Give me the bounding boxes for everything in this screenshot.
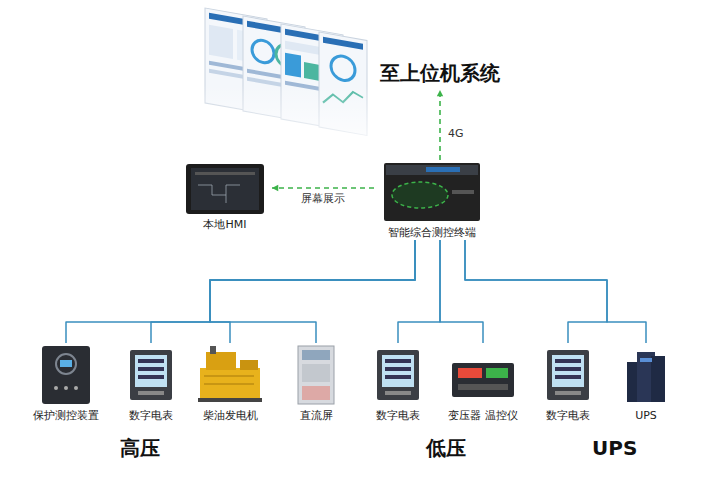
diesel-generator-icon — [198, 346, 262, 402]
hmi-node: 本地HMI — [180, 160, 270, 232]
digital-meter-icon — [547, 350, 589, 400]
device-node: 数字电表 — [535, 343, 601, 423]
connector — [465, 240, 607, 343]
device-node: 数字电表 — [118, 343, 184, 423]
device-label: UPS — [635, 409, 657, 423]
device-node: 数字电表 — [365, 343, 431, 423]
target-system: 至上位机系统 — [375, 60, 505, 86]
connector — [210, 240, 415, 343]
group-label: 高压 — [120, 436, 160, 460]
group-label: UPS — [592, 436, 637, 460]
device-node: 直流屏 — [291, 343, 341, 423]
connector — [437, 90, 443, 160]
terminal-node: 智能综合测控终端 — [374, 160, 490, 240]
connector — [398, 240, 440, 343]
device-label: 直流屏 — [300, 409, 333, 423]
system-label: 至上位机系统 — [380, 60, 500, 86]
connector — [440, 240, 483, 343]
digital-meter-icon — [130, 350, 172, 400]
device-label: 数字电表 — [546, 409, 590, 423]
edge-label: 4G — [446, 127, 466, 140]
hmi-icon — [186, 164, 264, 214]
connector — [66, 240, 415, 343]
terminal-icon — [384, 163, 480, 221]
device-label: 本地HMI — [203, 218, 246, 232]
connector — [272, 185, 374, 191]
dc-panel-icon — [298, 346, 334, 404]
connector — [210, 240, 415, 343]
device-label: 数字电表 — [376, 409, 420, 423]
device-label: 变压器 温控仪 — [448, 409, 518, 423]
device-node: 变压器 温控仪 — [441, 343, 525, 423]
device-label: 数字电表 — [129, 409, 173, 423]
device-label: 柴油发电机 — [203, 409, 258, 423]
device-node: 保护测控装置 — [28, 343, 104, 423]
connector — [151, 240, 415, 343]
group-label: 低压 — [426, 436, 466, 460]
edge-label: 屏幕展示 — [299, 192, 347, 205]
device-label: 智能综合测控终端 — [388, 226, 476, 240]
screenshot-stack — [195, 8, 375, 160]
connector — [465, 240, 646, 343]
temperature-controller-icon — [452, 363, 514, 397]
device-label: 保护测控装置 — [33, 409, 99, 423]
protection-device-icon — [42, 346, 90, 404]
device-node: UPS — [621, 343, 671, 423]
ups-icon — [627, 352, 665, 402]
digital-meter-icon — [377, 350, 419, 400]
device-node: 柴油发电机 — [195, 343, 265, 423]
